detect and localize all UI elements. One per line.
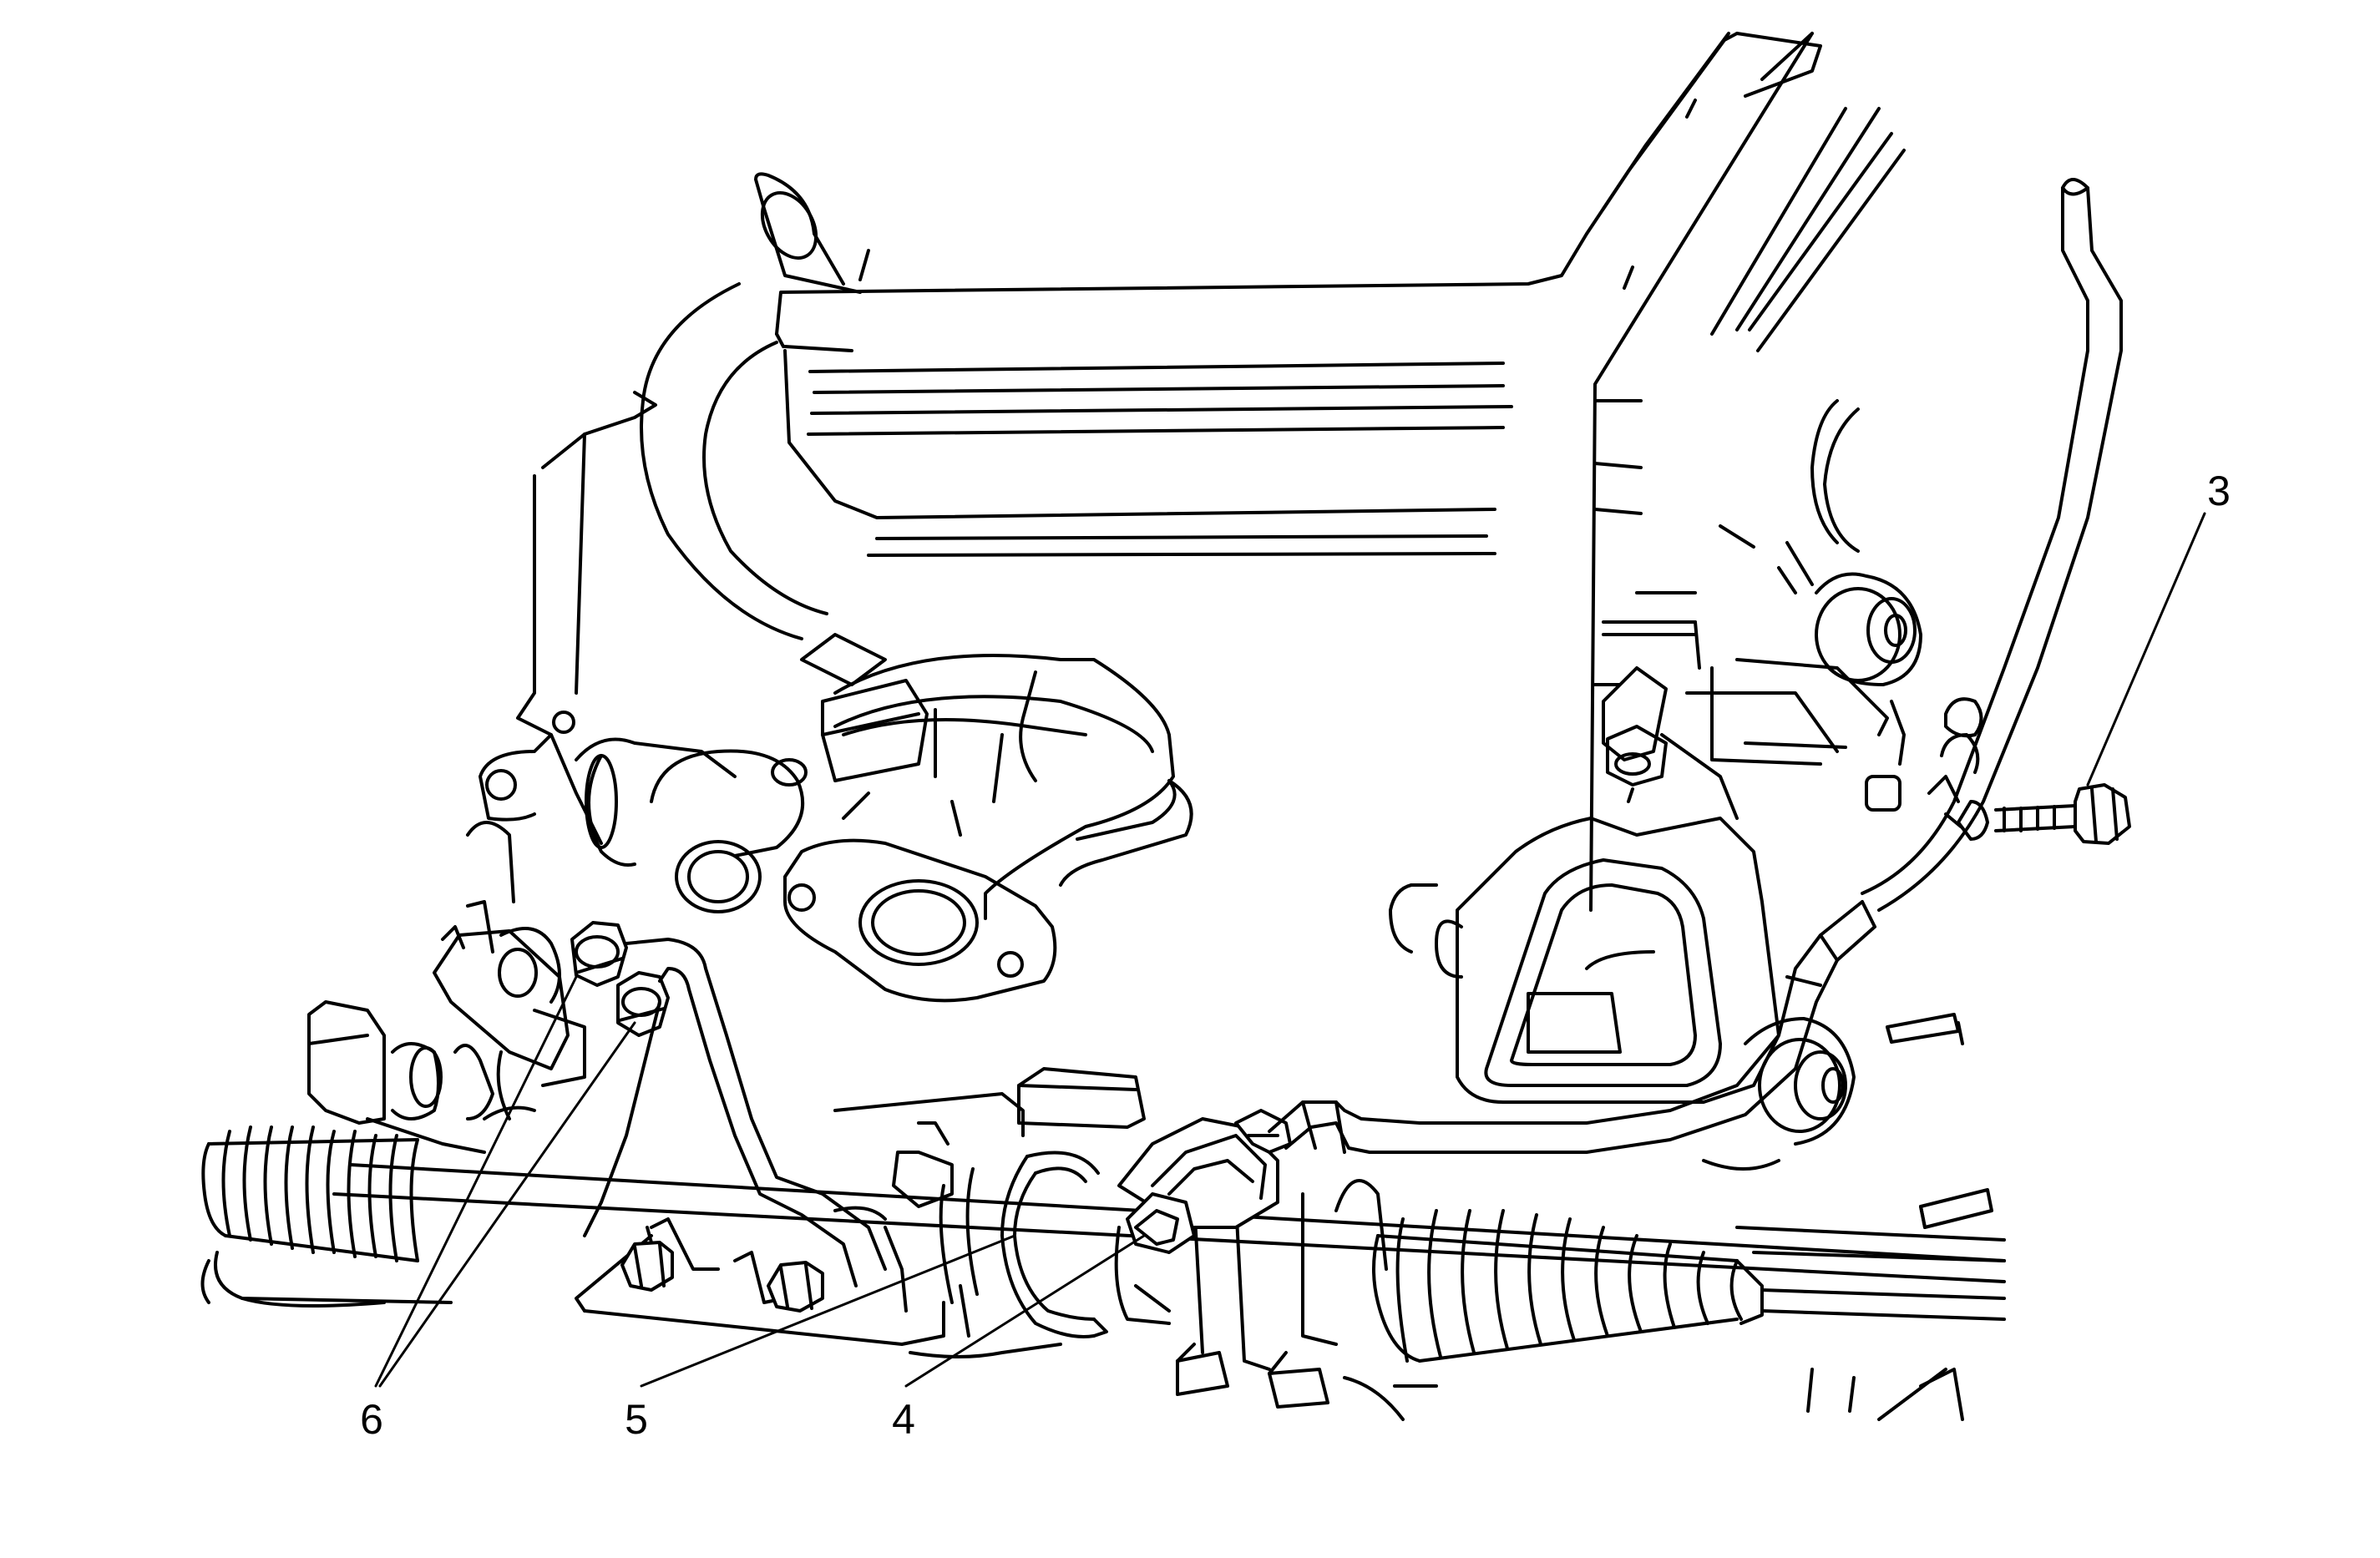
hex-bolts — [620, 1226, 824, 1313]
bracket-nut — [1602, 666, 1739, 820]
sensor-connector — [800, 633, 929, 782]
right-rack-boot — [1372, 1209, 2006, 1421]
engine-block-left — [466, 391, 657, 903]
coolant-pipe — [833, 654, 1193, 920]
callout-3: 3 — [2207, 468, 2231, 514]
engine-mount — [1685, 572, 1922, 812]
bracket — [1389, 817, 1780, 1104]
callout-5: 5 — [625, 1396, 648, 1443]
ps-hose — [1268, 900, 1876, 1154]
left-gear-housing — [200, 900, 586, 1308]
intake-tube — [640, 172, 870, 640]
small-blocks — [1886, 1013, 1993, 1229]
left-rack-boot — [201, 1126, 419, 1262]
pulley — [1702, 1017, 1856, 1171]
water-outlet — [575, 737, 808, 913]
engine-block-right — [1589, 32, 1906, 912]
callout-4: 4 — [892, 1396, 915, 1443]
flanged-outlet — [783, 838, 1057, 1003]
leader-lines — [374, 512, 2206, 1388]
callout-6: 6 — [360, 1396, 383, 1443]
dipstick-tube — [1861, 178, 2123, 912]
pressure-switch-4 — [1117, 1109, 1292, 1254]
clamp-5 — [939, 1067, 1171, 1338]
hose-fittings-6 — [570, 921, 887, 1287]
lower-brackets — [1176, 1343, 1438, 1421]
bolt-3 — [1944, 783, 2131, 845]
intake-manifold — [775, 32, 1822, 557]
